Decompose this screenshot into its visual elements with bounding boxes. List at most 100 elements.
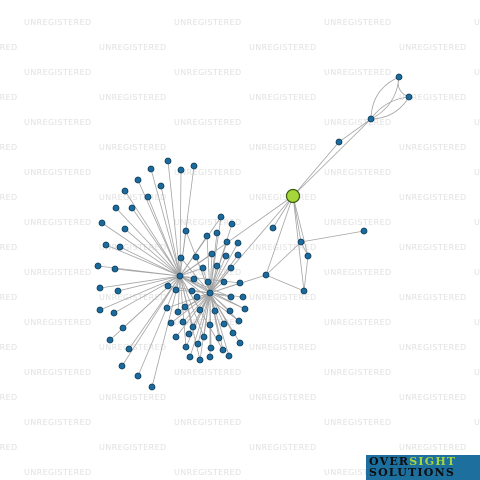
- graph-node: [236, 279, 244, 287]
- graph-node: [235, 317, 243, 325]
- oversight-solutions-logo: OVERSIGHT SOLUTIONS: [366, 455, 480, 480]
- graph-node: [213, 229, 221, 237]
- watermark-text: UNREGISTERED: [399, 293, 467, 302]
- graph-node: [163, 304, 171, 312]
- graph-edge: [338, 118, 372, 143]
- watermark-text: UNREGISTERED: [0, 143, 18, 152]
- graph-edge: [180, 257, 211, 294]
- graph-node: [96, 306, 104, 314]
- watermark-text: UNREGISTERED: [324, 318, 392, 327]
- watermark-text: UNREGISTERED: [174, 418, 242, 427]
- graph-edge: [124, 228, 181, 277]
- logo-word-over: OVER: [369, 455, 410, 468]
- graph-node: [119, 324, 127, 332]
- graph-edge: [189, 292, 211, 358]
- graph-edge: [292, 195, 309, 257]
- watermark-text: UNREGISTERED: [399, 43, 467, 52]
- graph-node: [211, 307, 219, 315]
- graph-node: [204, 278, 212, 286]
- watermark-text: UNREGISTERED: [174, 118, 242, 127]
- watermark-text: UNREGISTERED: [174, 318, 242, 327]
- graph-edge-curved: [370, 96, 410, 120]
- graph-node: [207, 344, 215, 352]
- graph-node: [114, 287, 122, 295]
- graph-node: [360, 227, 368, 235]
- graph-node: [134, 176, 142, 184]
- graph-node: [234, 251, 242, 259]
- graph-node: [121, 225, 129, 233]
- watermark-text: UNREGISTERED: [399, 143, 467, 152]
- graph-edge: [209, 195, 294, 294]
- graph-node: [193, 293, 201, 301]
- watermark-text: UNREGISTERED: [24, 168, 92, 177]
- logo-word-solutions: SOLUTIONS: [369, 466, 455, 479]
- watermark-text: UNREGISTERED: [99, 43, 167, 52]
- graph-node: [203, 232, 211, 240]
- graph-edge: [119, 246, 181, 277]
- graph-edge: [131, 207, 181, 277]
- watermark-text: UNREGISTERED: [0, 243, 18, 252]
- graph-edge: [99, 275, 181, 311]
- graph-node: [206, 353, 214, 361]
- graph-node: [190, 162, 198, 170]
- logo-word-sight: SIGHT: [409, 455, 457, 468]
- logo-line-1: OVERSIGHT: [369, 456, 456, 467]
- graph-node: [96, 284, 104, 292]
- watermark-text: UNREGISTERED: [399, 193, 467, 202]
- graph-edge-curved: [370, 76, 400, 120]
- graph-node: [234, 239, 242, 247]
- graph-edge: [179, 267, 204, 277]
- graph-node: [395, 73, 403, 81]
- graph-edge: [175, 292, 211, 338]
- graph-node: [106, 336, 114, 344]
- graph-edge: [292, 118, 372, 197]
- graph-node: [181, 303, 189, 311]
- watermark-text: UNREGISTERED: [174, 168, 242, 177]
- graph-node: [134, 372, 142, 380]
- graph-edge: [179, 275, 187, 348]
- watermark-text: UNREGISTERED: [0, 393, 18, 402]
- graph-edge: [197, 292, 211, 345]
- graph-edge: [209, 292, 230, 357]
- graph-node: [157, 182, 165, 190]
- graph-edge: [150, 168, 181, 277]
- graph-node: [176, 272, 184, 280]
- graph-node: [190, 275, 198, 283]
- watermark-text: UNREGISTERED: [249, 93, 317, 102]
- graph-edge: [137, 275, 181, 377]
- watermark-text: UNREGISTERED: [174, 218, 242, 227]
- graph-edge: [209, 254, 239, 294]
- graph-edge: [179, 275, 205, 338]
- graph-node: [102, 241, 110, 249]
- graph-edge: [209, 242, 239, 294]
- watermark-text: UNREGISTERED: [174, 368, 242, 377]
- watermark-text: UNREGISTERED: [324, 168, 392, 177]
- graph-node: [367, 115, 375, 123]
- watermark-text: UNREGISTERED: [249, 193, 317, 202]
- watermark-text: UNREGISTERED: [474, 268, 480, 277]
- watermark-text: UNREGISTERED: [24, 418, 92, 427]
- graph-node: [177, 254, 185, 262]
- graph-edge: [160, 185, 181, 277]
- graph-node: [227, 293, 235, 301]
- watermark-text: UNREGISTERED: [474, 118, 480, 127]
- graph-node: [213, 262, 221, 270]
- graph-node: [172, 286, 180, 294]
- watermark-text: UNREGISTERED: [399, 243, 467, 252]
- graph-node: [121, 187, 129, 195]
- graph-node: [192, 253, 200, 261]
- watermark-text: UNREGISTERED: [249, 393, 317, 402]
- watermark-text: UNREGISTERED: [324, 18, 392, 27]
- graph-node: [196, 356, 204, 364]
- watermark-text: UNREGISTERED: [174, 468, 242, 477]
- watermark-text: UNREGISTERED: [0, 293, 18, 302]
- graph-edge: [265, 274, 305, 292]
- graph-node: [98, 219, 106, 227]
- watermark-text: UNREGISTERED: [474, 418, 480, 427]
- watermark-text: UNREGISTERED: [249, 143, 317, 152]
- watermark-text: UNREGISTERED: [399, 93, 467, 102]
- graph-edge: [265, 195, 294, 276]
- graph-edge: [147, 196, 181, 277]
- watermark-text: UNREGISTERED: [24, 218, 92, 227]
- graph-node: [179, 318, 187, 326]
